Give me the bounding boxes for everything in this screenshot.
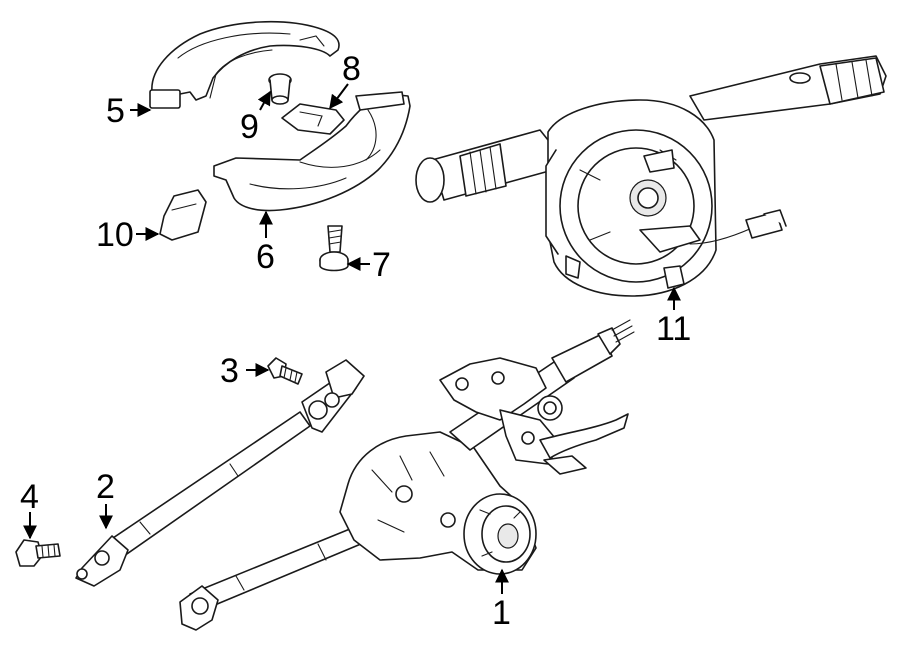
callout-2: 2: [96, 468, 115, 506]
callout-7: 7: [372, 246, 391, 284]
steering-column-part[interactable]: [179, 319, 635, 631]
callout-10: 10: [96, 216, 134, 254]
leader-8: [329, 83, 349, 110]
callout-5: 5: [106, 92, 125, 130]
callout-6: 6: [256, 238, 275, 276]
callout-numbers: 1 2 3 4 5 6 7 8 9 10 11: [20, 50, 691, 632]
clip-part[interactable]: [281, 103, 345, 135]
screw-part[interactable]: [268, 73, 292, 105]
lower-shroud-part[interactable]: [213, 91, 411, 212]
leader-lines: [23, 83, 681, 594]
callout-3: 3: [220, 352, 239, 390]
bolt-part-4[interactable]: [15, 539, 61, 567]
bracket-part[interactable]: [159, 189, 207, 241]
callout-8: 8: [342, 50, 361, 88]
callout-11: 11: [656, 310, 691, 348]
callout-1: 1: [492, 594, 511, 632]
callout-9: 9: [240, 108, 259, 146]
upper-shroud-part[interactable]: [149, 20, 340, 109]
callout-4: 4: [20, 478, 39, 516]
intermediate-shaft-part[interactable]: [75, 359, 365, 587]
bolt-part-3[interactable]: [267, 357, 303, 385]
leader-9: [257, 90, 271, 111]
combination-switch-part[interactable]: [415, 55, 887, 297]
bolt-part-7[interactable]: [319, 225, 349, 272]
